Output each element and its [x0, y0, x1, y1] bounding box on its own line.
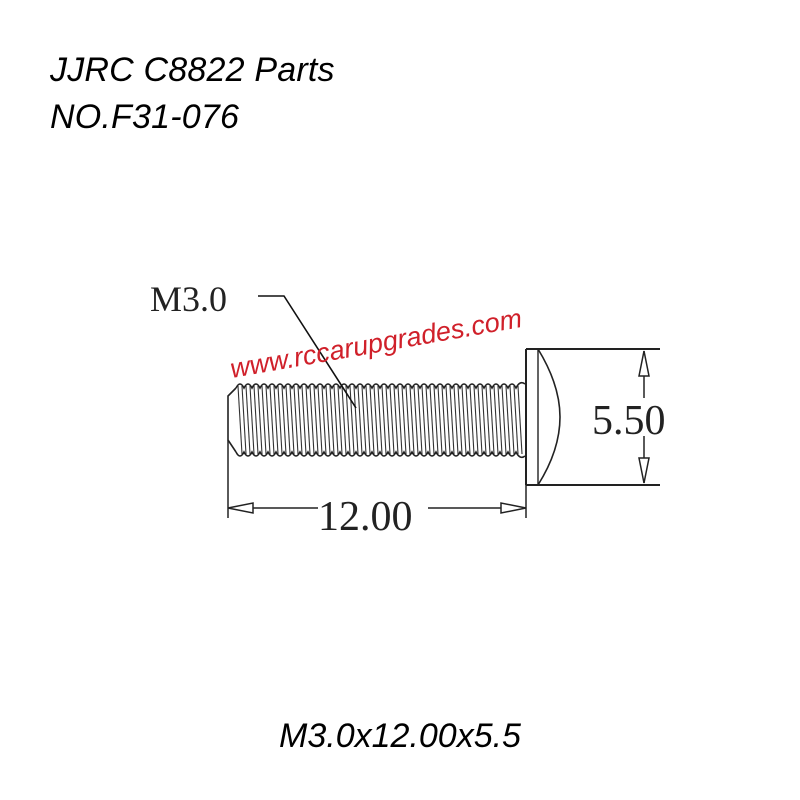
- screw-head: [525, 348, 660, 486]
- part-number: NO.F31-076: [50, 98, 240, 136]
- product-title: JJRC C8822 Parts: [50, 51, 335, 89]
- height-dimension: [638, 350, 650, 484]
- head-diameter-label: 5.50: [592, 398, 666, 444]
- watermark-text: www.rccarupgrades.com: [228, 303, 524, 384]
- dimension-caption: M3.0x12.00x5.5: [279, 717, 521, 755]
- thread-lines: [237, 385, 523, 455]
- screw-shank: [227, 381, 526, 459]
- thread-leader-line: [258, 295, 357, 409]
- length-dimension: [227, 440, 527, 518]
- thread-size-label: M3.0: [150, 279, 227, 319]
- length-label: 12.00: [318, 494, 413, 540]
